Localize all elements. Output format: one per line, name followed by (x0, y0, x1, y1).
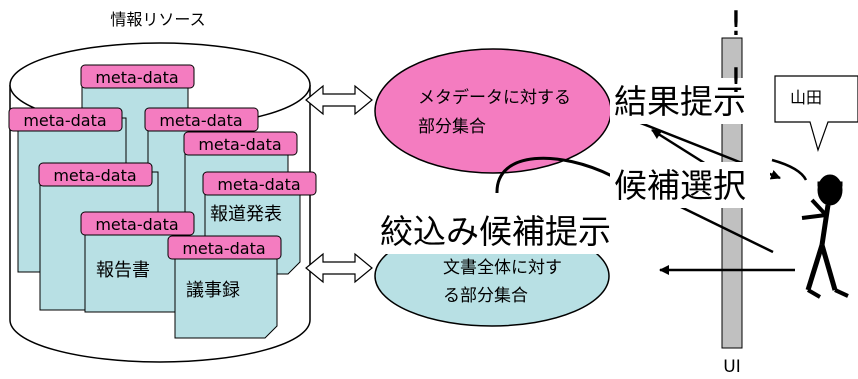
fulltext-subset-line1: 文書全体に対す (443, 258, 562, 278)
meta-tag (144, 107, 259, 132)
selection-hook (771, 158, 808, 181)
meta-tag (8, 107, 123, 132)
meta-tag (38, 162, 153, 187)
meta-tag (183, 131, 298, 156)
meta-tag-label: meta-data (217, 175, 300, 194)
meta-tag-label: meta-data (198, 135, 281, 154)
caption-backing-result (610, 78, 770, 124)
document-title-houkoku: 報告書 (96, 260, 150, 281)
double-arrow-upper (305, 84, 373, 116)
speech-bubble: 山田 (774, 75, 858, 152)
meta-tag (202, 171, 317, 196)
meta-tag (167, 235, 282, 260)
metadata-subset-line1: メタデータに対する (418, 87, 571, 108)
meta-tag-label: meta-data (23, 111, 106, 130)
meta-tag (80, 64, 195, 89)
caption-backing-narrowing (378, 206, 644, 254)
meta-tag-label: meta-data (182, 239, 265, 258)
document-title-houdou: 報道発表 (210, 204, 282, 225)
metadata-subset-line2: 部分集合 (418, 117, 486, 137)
user-figure (801, 174, 849, 299)
exclamation-mark-2: ! (729, 61, 743, 101)
speech-text: 山田 (790, 88, 822, 107)
metadata-subset-ellipse (374, 48, 612, 174)
caption-candidate-selection: 候補選択 (614, 166, 746, 205)
meta-tag-label: meta-data (53, 166, 136, 185)
meta-tag-label: meta-data (95, 68, 178, 87)
caption-result-presentation: 結果提示 (614, 82, 746, 121)
document-title-gijiroku: 議事録 (186, 280, 240, 301)
meta-tag-label: meta-data (159, 111, 242, 130)
caption-backing-selection (610, 162, 770, 208)
caption-narrowing-candidates: 絞込み候補提示 (380, 212, 611, 251)
meta-tag (80, 211, 195, 236)
meta-tags: meta-data meta-data meta-data meta-data … (8, 64, 317, 260)
meta-tag-label: meta-data (95, 215, 178, 234)
exclamation-mark-1: ! (729, 4, 743, 44)
repository-label: 情報リソース (110, 10, 205, 29)
double-arrow-lower (305, 252, 373, 284)
selection-curve (495, 156, 613, 194)
ui-label: UI (723, 357, 740, 377)
fulltext-subset-line2: る部分集合 (443, 286, 528, 306)
